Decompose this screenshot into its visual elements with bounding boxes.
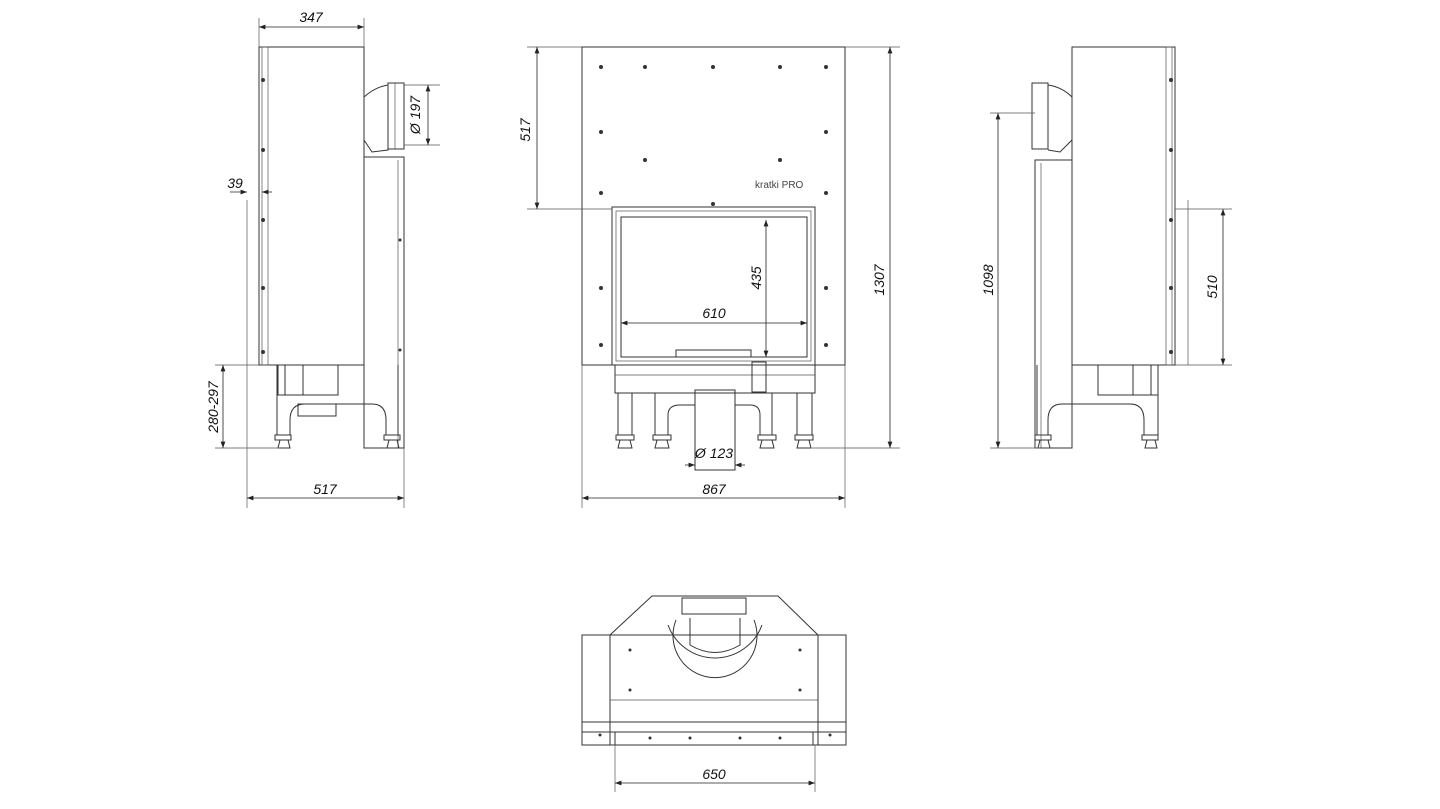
dim-flue-diameter: Ø 197 [407,95,423,135]
svg-text:kratki PRO: kratki PRO [755,180,804,191]
side-view-left: 347 Ø 197 39 280-297 517 [205,9,440,508]
top-view: 650 [581,595,847,792]
brand-logo: kratki PRO [755,180,804,191]
side-view-right: 1098 510 [980,46,1232,449]
dim-glass-width: 610 [702,305,726,321]
front-view: kratki PRO 517 435 610 1307 Ø 123 867 [517,46,900,508]
dim-347: 347 [299,9,324,25]
dim-door-height: 510 [1204,275,1220,299]
dim-upper-height: 517 [517,117,533,142]
dim-depth: 517 [313,481,338,497]
dim-glass-height: 435 [748,266,764,290]
dim-air-inlet: Ø 123 [694,445,733,461]
dim-39: 39 [227,175,243,191]
dim-leg-height: 280-297 [205,380,221,434]
dim-total-width: 867 [702,481,727,497]
dim-opening-height: 1098 [980,264,996,295]
dim-total-height: 1307 [871,263,887,295]
dim-top-width: 650 [702,766,726,782]
